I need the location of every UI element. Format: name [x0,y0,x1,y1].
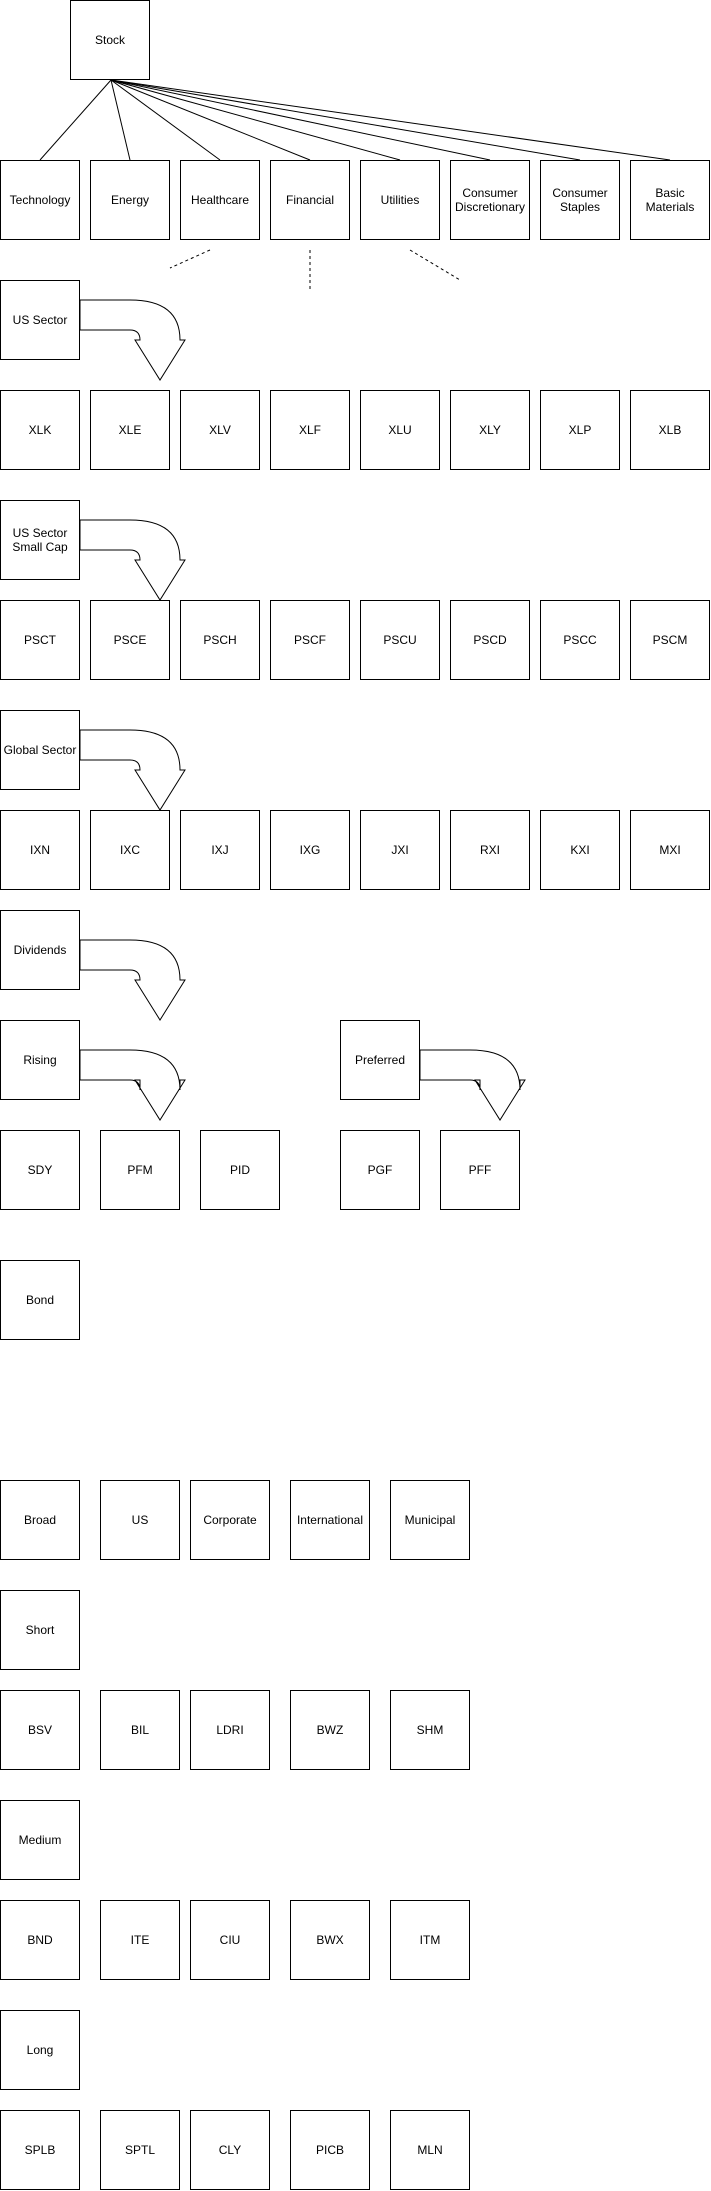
node-etf: XLY [450,390,530,470]
dashed-connector [409,249,461,281]
node-etf: KXI [540,810,620,890]
tree-connector [39,79,112,161]
node-sector: Basic Materials [630,160,710,240]
node-stock: Stock [70,0,150,80]
node-etf: PICB [290,2110,370,2190]
node-etf: SDY [0,1130,80,1210]
node-sector: Energy [90,160,170,240]
node-etf: IXN [0,810,80,890]
tree-connector [110,79,311,161]
node-bond-category: Municipal [390,1480,470,1560]
node-etf: PSCD [450,600,530,680]
curved-arrow [79,1049,186,1121]
curved-arrow [419,1049,526,1121]
node-sector: Technology [0,160,80,240]
node-etf: JXI [360,810,440,890]
node-etf: BND [0,1900,80,1980]
node-us-sector: US Sector [0,280,80,360]
tree-connector [110,79,581,161]
node-dividends: Dividends [0,910,80,990]
node-etf: XLU [360,390,440,470]
node-preferred: Preferred [340,1020,420,1100]
node-etf: SPLB [0,2110,80,2190]
node-etf: BWX [290,1900,370,1980]
node-bond: Bond [0,1260,80,1340]
node-etf: PGF [340,1130,420,1210]
node-global-sector: Global Sector [0,710,80,790]
node-etf: MXI [630,810,710,890]
node-etf: PID [200,1130,280,1210]
node-etf: XLF [270,390,350,470]
node-etf: ITE [100,1900,180,1980]
node-sector: Utilities [360,160,440,240]
node-rising: Rising [0,1020,80,1100]
node-etf: CIU [190,1900,270,1980]
node-etf: CLY [190,2110,270,2190]
node-etf: RXI [450,810,530,890]
node-medium: Medium [0,1800,80,1880]
node-sector: Consumer Staples [540,160,620,240]
node-etf: BSV [0,1690,80,1770]
node-etf: XLE [90,390,170,470]
node-bond-category: Broad [0,1480,80,1560]
tree-connector [110,79,401,161]
node-etf: IXG [270,810,350,890]
curved-arrow [79,729,186,811]
node-etf: PSCF [270,600,350,680]
node-etf: ITM [390,1900,470,1980]
node-etf: PSCM [630,600,710,680]
node-etf: MLN [390,2110,470,2190]
node-etf: LDRI [190,1690,270,1770]
node-bond-category: US [100,1480,180,1560]
node-etf: SPTL [100,2110,180,2190]
node-etf: PSCU [360,600,440,680]
tree-connector [110,79,131,161]
node-short: Short [0,1590,80,1670]
tree-connector [110,79,221,161]
node-etf: IXJ [180,810,260,890]
curved-arrow [79,299,186,381]
node-sector: Healthcare [180,160,260,240]
node-etf: BIL [100,1690,180,1770]
node-etf: XLP [540,390,620,470]
node-etf: XLK [0,390,80,470]
curved-arrow [79,519,186,601]
node-etf: PSCH [180,600,260,680]
node-bond-category: Corporate [190,1480,270,1560]
node-sector: Consumer Discretionary [450,160,530,240]
node-etf: XLV [180,390,260,470]
node-etf: IXC [90,810,170,890]
node-etf: PSCT [0,600,80,680]
tree-connector [110,79,491,161]
node-bond-category: International [290,1480,370,1560]
node-etf: XLB [630,390,710,470]
node-etf: PFF [440,1130,520,1210]
node-etf: SHM [390,1690,470,1770]
node-sector: Financial [270,160,350,240]
dashed-connector [169,249,211,269]
node-us-sector-small-cap: US Sector Small Cap [0,500,80,580]
node-etf: PSCE [90,600,170,680]
node-etf: PSCC [540,600,620,680]
tree-connector [110,79,671,161]
curved-arrow [79,939,186,1021]
node-etf: PFM [100,1130,180,1210]
node-long: Long [0,2010,80,2090]
node-etf: BWZ [290,1690,370,1770]
